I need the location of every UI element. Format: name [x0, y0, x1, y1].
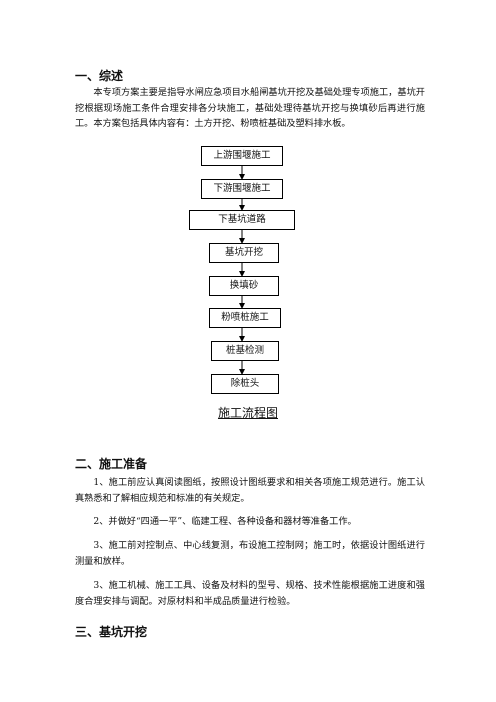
flowchart-arrows [239, 165, 245, 375]
flow-step-powder-pile: 粉喷桩施工 [209, 308, 281, 328]
flow-step-pit-road: 下基坑道路 [189, 210, 295, 230]
section-heading-preparation: 二、施工准备 [75, 457, 148, 471]
prep-item-2: 2、并做好“四通一平”、临建工程、各种设备和器材等准备工作。 [93, 516, 357, 527]
prep-item-3: 3、施工前对控制点、中心线复测，布设施工控制网；施工时，依据设计图纸进行测量和放… [75, 540, 425, 567]
flow-step-pile-inspection: 桩基检测 [211, 341, 279, 361]
flow-step-downstream-cofferdam: 下游围堰施工 [201, 179, 283, 199]
flowchart-caption: 施工流程图 [217, 406, 278, 420]
overview-paragraph: 本专项方案主要是指导水闸应急项目水船闸基坑开挖及基础处理专项施工，基坑开挖根据现… [75, 87, 425, 129]
prep-item-4: 3、施工机械、施工工具、设备及材料的型号、规格、技术性能根据施工进度和强度合理安… [75, 580, 425, 607]
prep-item-1: 1、施工前应认真阅读图纸，按照设计图纸要求和相关各项施工规范进行。施工认真熟悉和… [75, 477, 425, 504]
section-heading-overview: 一、综述 [75, 69, 124, 83]
flow-step-upstream-cofferdam: 上游围堰施工 [201, 146, 283, 166]
section-heading-excavation: 三、基坑开挖 [75, 625, 148, 639]
flow-step-excavation: 基坑开挖 [209, 243, 279, 263]
flow-step-pile-head-removal: 除桩头 [211, 374, 279, 394]
flow-step-sand-replacement: 换填砂 [209, 276, 279, 296]
